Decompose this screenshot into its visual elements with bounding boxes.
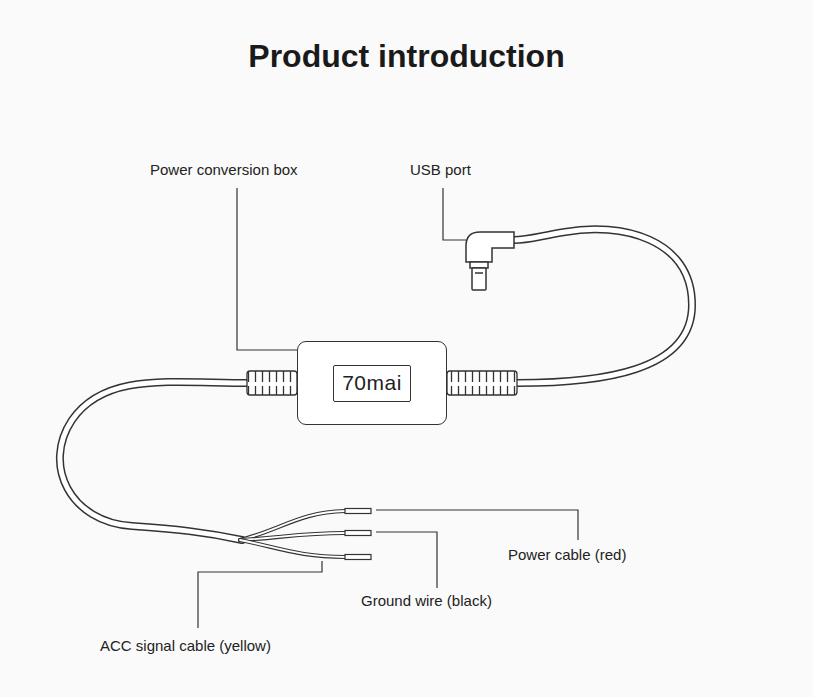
power-conversion-box: 70mai (297, 341, 447, 425)
part-label: Power conversion box (150, 161, 298, 178)
part-label: USB port (410, 161, 471, 178)
wire-label: Power cable (red) (508, 546, 626, 563)
page-title: Product introduction (248, 38, 564, 75)
wire-label: Ground wire (black) (361, 592, 492, 609)
wire-label: ACC signal cable (yellow) (100, 637, 271, 654)
brand-logo: 70mai (333, 365, 411, 402)
